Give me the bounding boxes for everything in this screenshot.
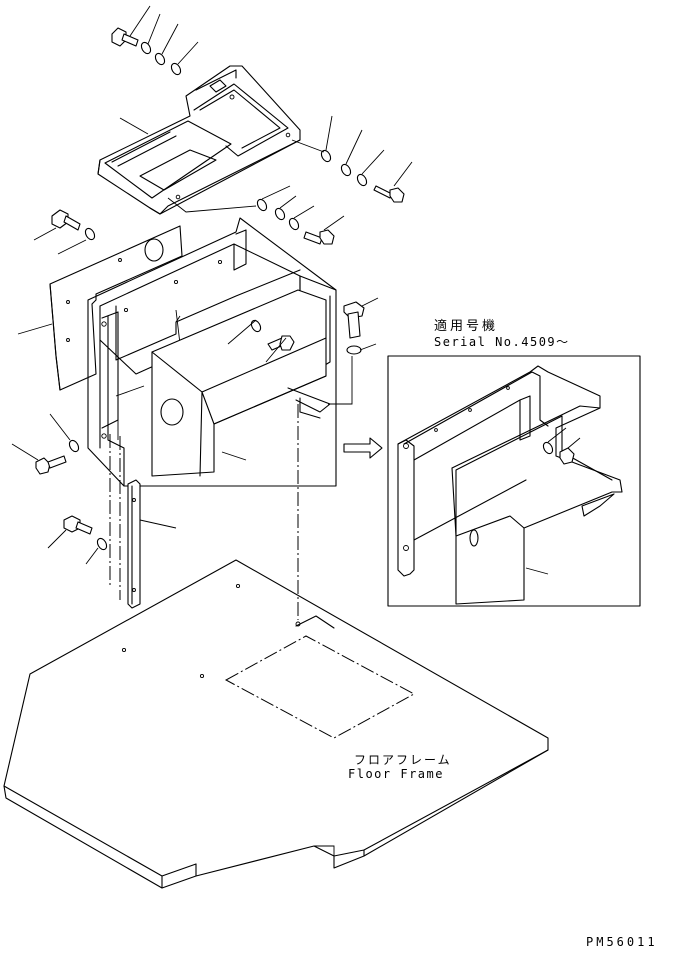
floor-frame-jp-label: フロアフレーム <box>354 753 452 767</box>
right-housing-bolt <box>328 298 378 404</box>
middle-bolt-group <box>168 186 344 244</box>
applicable-models-label: 適用号機 <box>434 319 499 334</box>
floor-frame-en-label: Floor Frame <box>348 767 444 781</box>
floor-frame <box>4 560 548 888</box>
vertical-strip-bracket <box>110 434 176 608</box>
drawing-code: PM56011 <box>586 935 658 949</box>
lower-left-bolt-group <box>12 414 108 564</box>
upper-left-bolt-group <box>112 6 198 76</box>
inset-detail-box <box>388 356 640 606</box>
console-top-cover <box>98 66 300 214</box>
upper-right-bolt-group <box>292 116 412 202</box>
front-cover-bolt <box>228 319 294 362</box>
serial-number-label: Serial No.4509～ <box>434 335 570 349</box>
side-cover-panel <box>18 226 182 390</box>
right-arrow-icon <box>344 438 382 458</box>
side-panel-bolt <box>34 210 96 254</box>
